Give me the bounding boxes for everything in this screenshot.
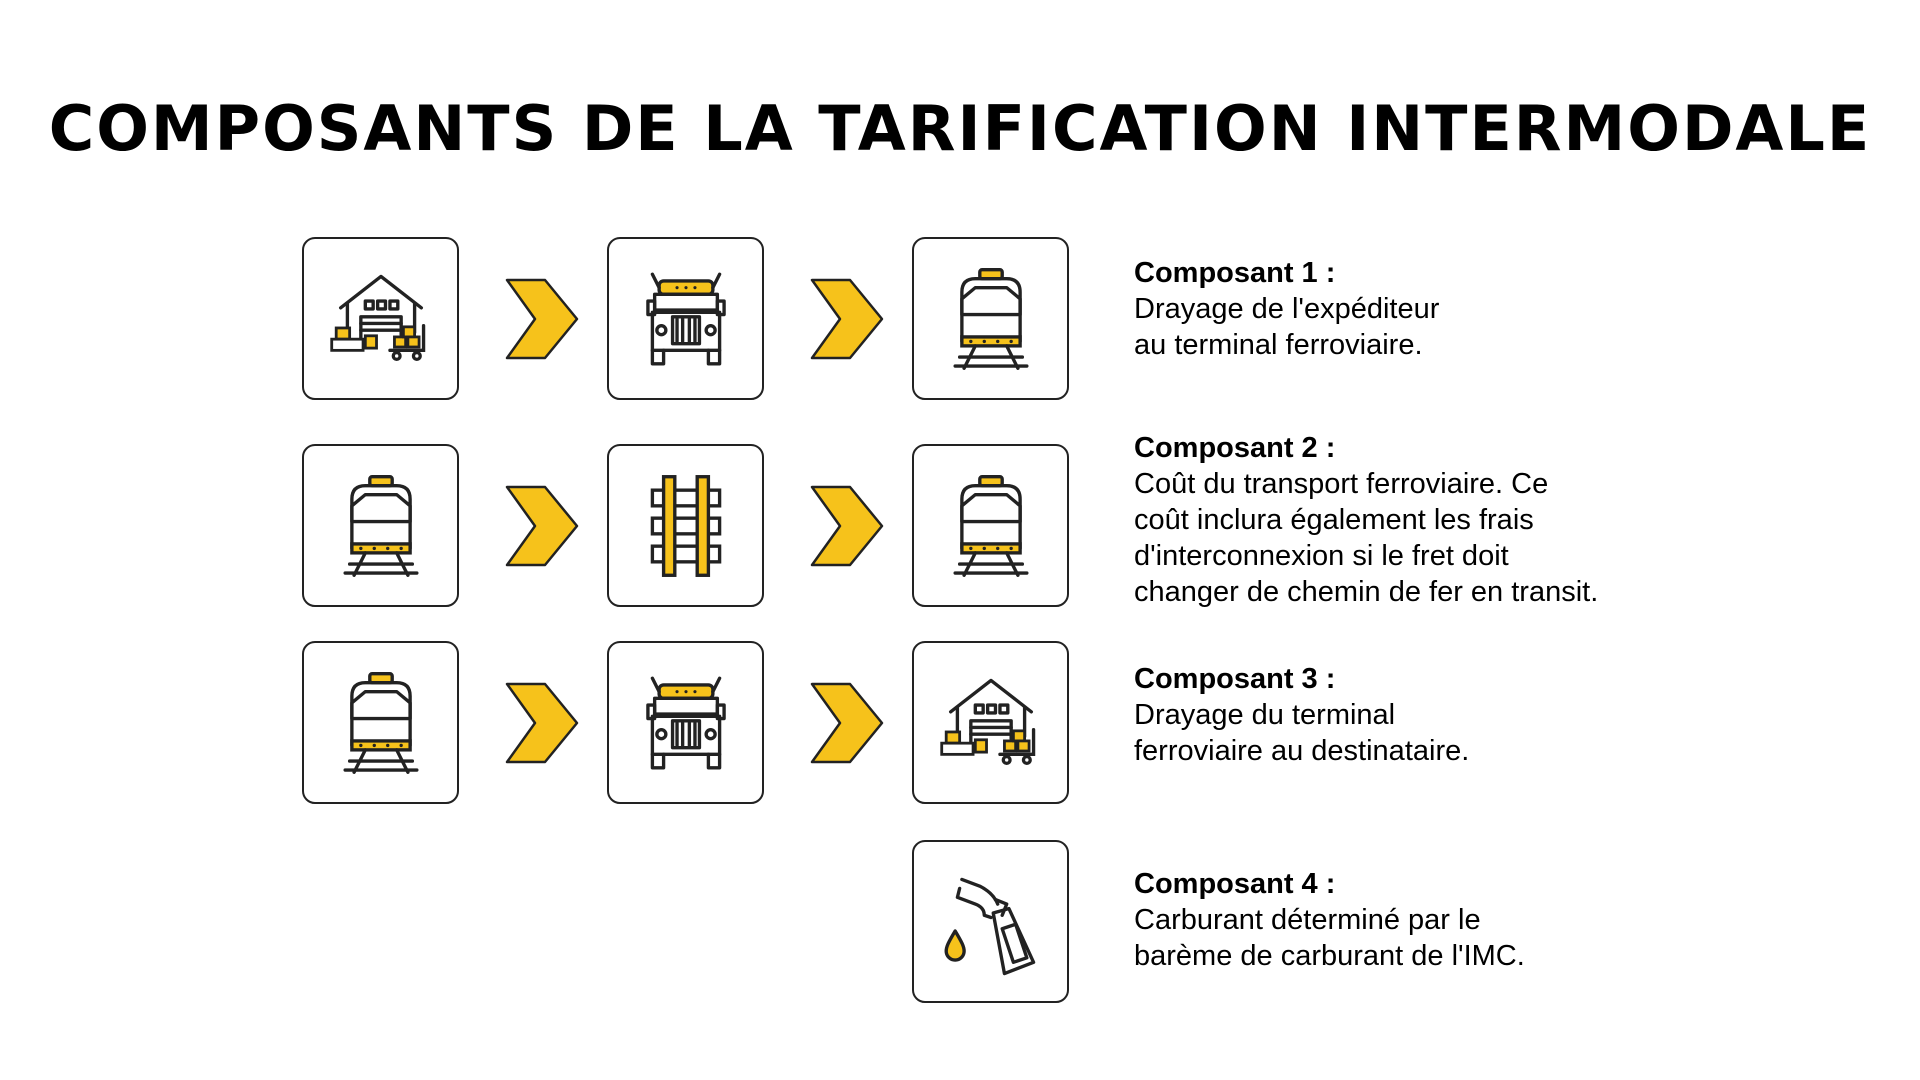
warehouse-icon-box — [912, 641, 1069, 804]
truck-icon — [630, 263, 742, 375]
component-label: Composant 4 : — [1134, 868, 1336, 900]
component-description-line: changer de chemin de fer en transit. — [1134, 576, 1599, 608]
truck-icon-box — [607, 641, 764, 804]
train-icon-box — [912, 237, 1069, 400]
component-4-text: Composant 4 : Carburant déterminé par le… — [1134, 866, 1525, 974]
rail-track-icon — [630, 470, 742, 582]
rail-track-icon-box — [607, 444, 764, 607]
component-description-line: coût inclura également les frais — [1134, 504, 1534, 536]
truck-icon-box — [607, 237, 764, 400]
component-description-line: barème de carburant de l'IMC. — [1134, 940, 1525, 972]
component-description-line: au terminal ferroviaire. — [1134, 329, 1423, 361]
component-description-line: Drayage du terminal — [1134, 699, 1396, 731]
warehouse-icon — [935, 667, 1047, 779]
train-icon-box — [302, 641, 459, 804]
component-label: Composant 1 : — [1134, 257, 1336, 289]
train-icon-box — [302, 444, 459, 607]
component-1-text: Composant 1 : Drayage de l'expéditeur au… — [1134, 255, 1439, 363]
component-description-line: Drayage de l'expéditeur — [1134, 293, 1440, 325]
component-2-text: Composant 2 : Coût du transport ferrovia… — [1134, 430, 1598, 610]
arrow-right-icon — [810, 278, 884, 360]
component-description-line: ferroviaire au destinataire. — [1134, 735, 1470, 767]
component-description-line: d'interconnexion si le fret doit — [1134, 540, 1509, 572]
truck-icon — [630, 667, 742, 779]
train-icon — [325, 667, 437, 779]
train-icon-box — [912, 444, 1069, 607]
train-icon — [935, 470, 1047, 582]
page-title: COMPOSANTS DE LA TARIFICATION INTERMODAL… — [48, 92, 1872, 165]
arrow-right-icon — [505, 485, 579, 567]
component-label: Composant 3 : — [1134, 663, 1336, 695]
arrow-right-icon — [505, 278, 579, 360]
train-icon — [325, 470, 437, 582]
fuel-nozzle-icon — [935, 866, 1047, 978]
warehouse-icon-box — [302, 237, 459, 400]
arrow-right-icon — [810, 485, 884, 567]
arrow-right-icon — [505, 682, 579, 764]
train-icon — [935, 263, 1047, 375]
warehouse-icon — [325, 263, 437, 375]
component-description-line: Carburant déterminé par le — [1134, 904, 1481, 936]
component-3-text: Composant 3 : Drayage du terminal ferrov… — [1134, 661, 1469, 769]
arrow-right-icon — [810, 682, 884, 764]
fuel-nozzle-icon-box — [912, 840, 1069, 1003]
component-description-line: Coût du transport ferroviaire. Ce — [1134, 468, 1549, 500]
component-label: Composant 2 : — [1134, 432, 1336, 464]
